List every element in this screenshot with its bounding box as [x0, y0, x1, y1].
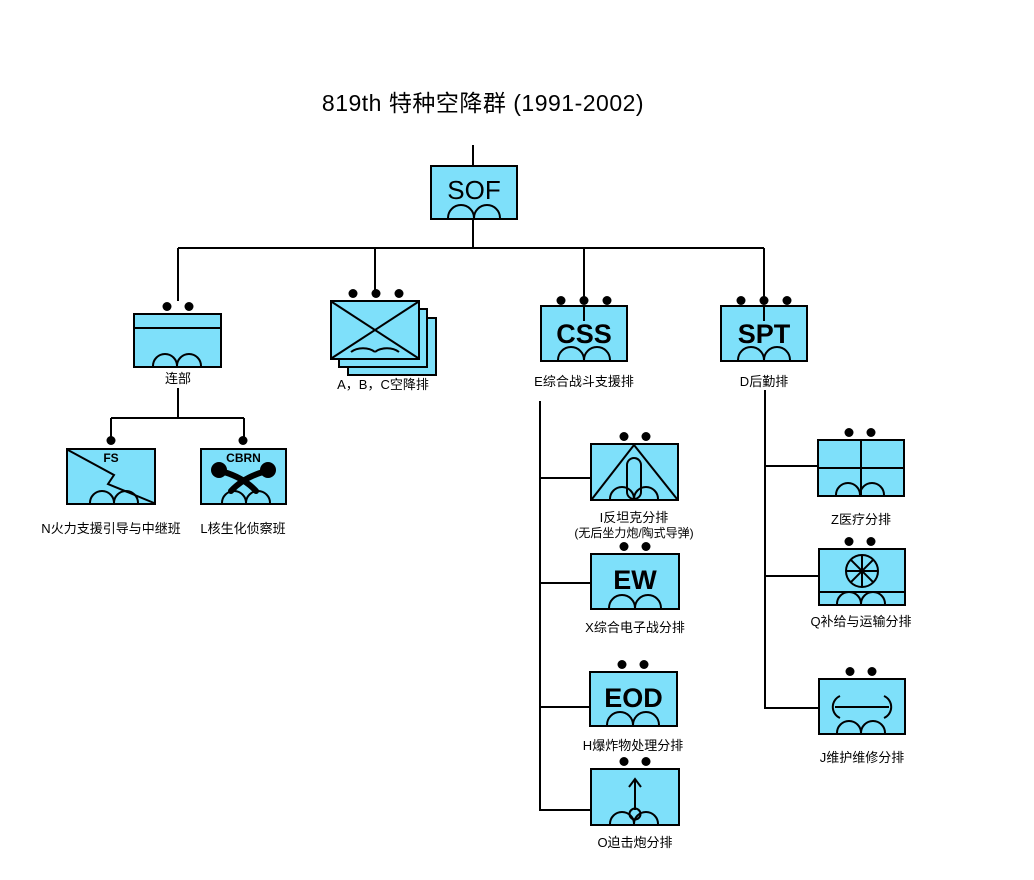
section-dots [736, 296, 792, 305]
unit-css-box: CSS [540, 305, 628, 362]
fire-support-zigzag-icon [67, 449, 155, 504]
section-dots [619, 542, 651, 551]
unit-abc-box [330, 300, 420, 360]
airborne-arcs-icon [557, 346, 611, 361]
unit-css-label: E综合战斗支援排 [534, 374, 634, 389]
unit-antitank-label-line1: I反坦克分排 [599, 510, 669, 525]
unit-antitank-label: I反坦克分排 (无后坐力炮/陶式导弹) [574, 510, 693, 541]
mortar-icon [609, 777, 659, 825]
unit-css-text: CSS [556, 319, 612, 349]
section-dots [619, 432, 651, 441]
unit-ew-label: X综合电子战分排 [585, 620, 685, 635]
airborne-arcs-icon [737, 346, 791, 361]
unit-antitank-label-line2: (无后坐力炮/陶式导弹) [574, 526, 694, 541]
unit-supply-label: Q补给与运输分排 [810, 614, 912, 629]
section-dots [617, 660, 649, 669]
section-dots [844, 537, 876, 546]
unit-maintenance-box [818, 678, 906, 735]
section-dots [348, 289, 404, 298]
unit-spt-label: D后勤排 [739, 374, 789, 389]
medical-cross-icon [819, 441, 903, 496]
unit-hq-label: 连部 [164, 371, 192, 386]
unit-sof-text: SOF [447, 175, 501, 205]
infantry-x-icon [331, 301, 419, 359]
transport-wheel-and-supply-bar-icon [820, 554, 904, 605]
unit-medical-box [817, 439, 905, 497]
airborne-arcs-icon [606, 711, 660, 726]
unit-spt-text: SPT [737, 319, 791, 349]
unit-mortar-box [590, 768, 680, 826]
unit-abc-label: A，B，C空降排 [337, 377, 429, 392]
unit-medical-label: Z医疗分排 [831, 512, 891, 527]
unit-antitank-box [590, 443, 679, 501]
chart-title: 819th 特种空降群 (1991-2002) [321, 90, 645, 116]
airborne-arcs-icon [447, 204, 501, 219]
antitank-missile-icon [591, 444, 678, 500]
section-dots [162, 302, 194, 311]
unit-fire-support-box: FS [66, 448, 156, 505]
unit-fire-support-text: FS [103, 451, 119, 465]
section-dots [238, 436, 248, 445]
unit-ew-text: EW [613, 565, 657, 595]
section-dots [619, 757, 651, 766]
unit-cbrn-box: CBRN [200, 448, 287, 505]
unit-cbrn-label: L核生化侦察班 [200, 521, 286, 536]
section-dots [106, 436, 116, 445]
unit-eod-label: H爆炸物处理分排 [582, 738, 684, 753]
unit-ew-box: EW [590, 553, 680, 610]
unit-mortar-label: O迫击炮分排 [597, 835, 673, 850]
cbrn-crossed-retorts-icon [211, 462, 276, 504]
hq-divider-and-airborne-arcs-icon [135, 327, 220, 367]
unit-spt-box: SPT [720, 305, 808, 362]
unit-eod-box: EOD [589, 671, 678, 727]
airborne-arcs-icon [608, 594, 662, 609]
section-dots [845, 667, 877, 676]
unit-hq-box [133, 313, 222, 368]
unit-supply-box [818, 548, 906, 606]
unit-eod-text: EOD [604, 683, 663, 713]
unit-maintenance-label: J维护维修分排 [819, 750, 905, 765]
section-dots [844, 428, 876, 437]
unit-cbrn-text: CBRN [226, 451, 261, 465]
section-dots [556, 296, 612, 305]
unit-fire-support-label: N火力支援引导与中继班 [41, 521, 181, 536]
wrench-icon [831, 695, 893, 734]
unit-sof-box: SOF [430, 165, 518, 220]
